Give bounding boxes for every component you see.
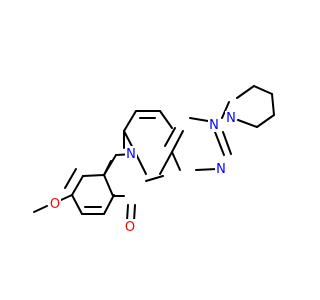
bond [171,151,181,171]
bond [33,205,48,213]
bond [126,204,129,222]
atom-n1: N [208,118,220,133]
bond [64,168,77,189]
bond [159,151,173,175]
bond [221,101,230,119]
bond [271,93,275,116]
bond [71,175,84,196]
bond [135,153,147,175]
atom-label: O [125,220,135,235]
atom-n3: N [215,161,227,177]
structure-diagram: N N N N O O [33,85,275,235]
bond [253,85,273,95]
bond [133,204,136,222]
atom-label: N [209,118,219,133]
bond [145,175,164,182]
bond [159,110,173,129]
bond [71,194,83,215]
bond [103,174,114,197]
bond [171,130,184,153]
atom-label: N [126,147,136,162]
bond [237,119,258,128]
bond [195,168,218,171]
bond [164,127,176,147]
bond [214,131,225,156]
bond [103,160,112,176]
bond [82,174,105,177]
atom-n-piperidine: N [225,111,237,126]
atom-label: N [226,111,236,126]
atom-label: O [50,197,60,212]
bond [189,117,209,122]
bond [123,110,137,132]
bond [222,131,232,155]
atom-o-methoxy: O [49,196,61,212]
bond [60,194,73,201]
bond [236,85,255,99]
atom-n6: N [125,146,137,162]
molecule-canvas: N N N N O O [33,85,275,235]
bond [103,194,115,215]
bond [256,114,275,128]
atom-label: N [216,162,226,177]
atom-o-carbonyl: O [124,219,136,235]
